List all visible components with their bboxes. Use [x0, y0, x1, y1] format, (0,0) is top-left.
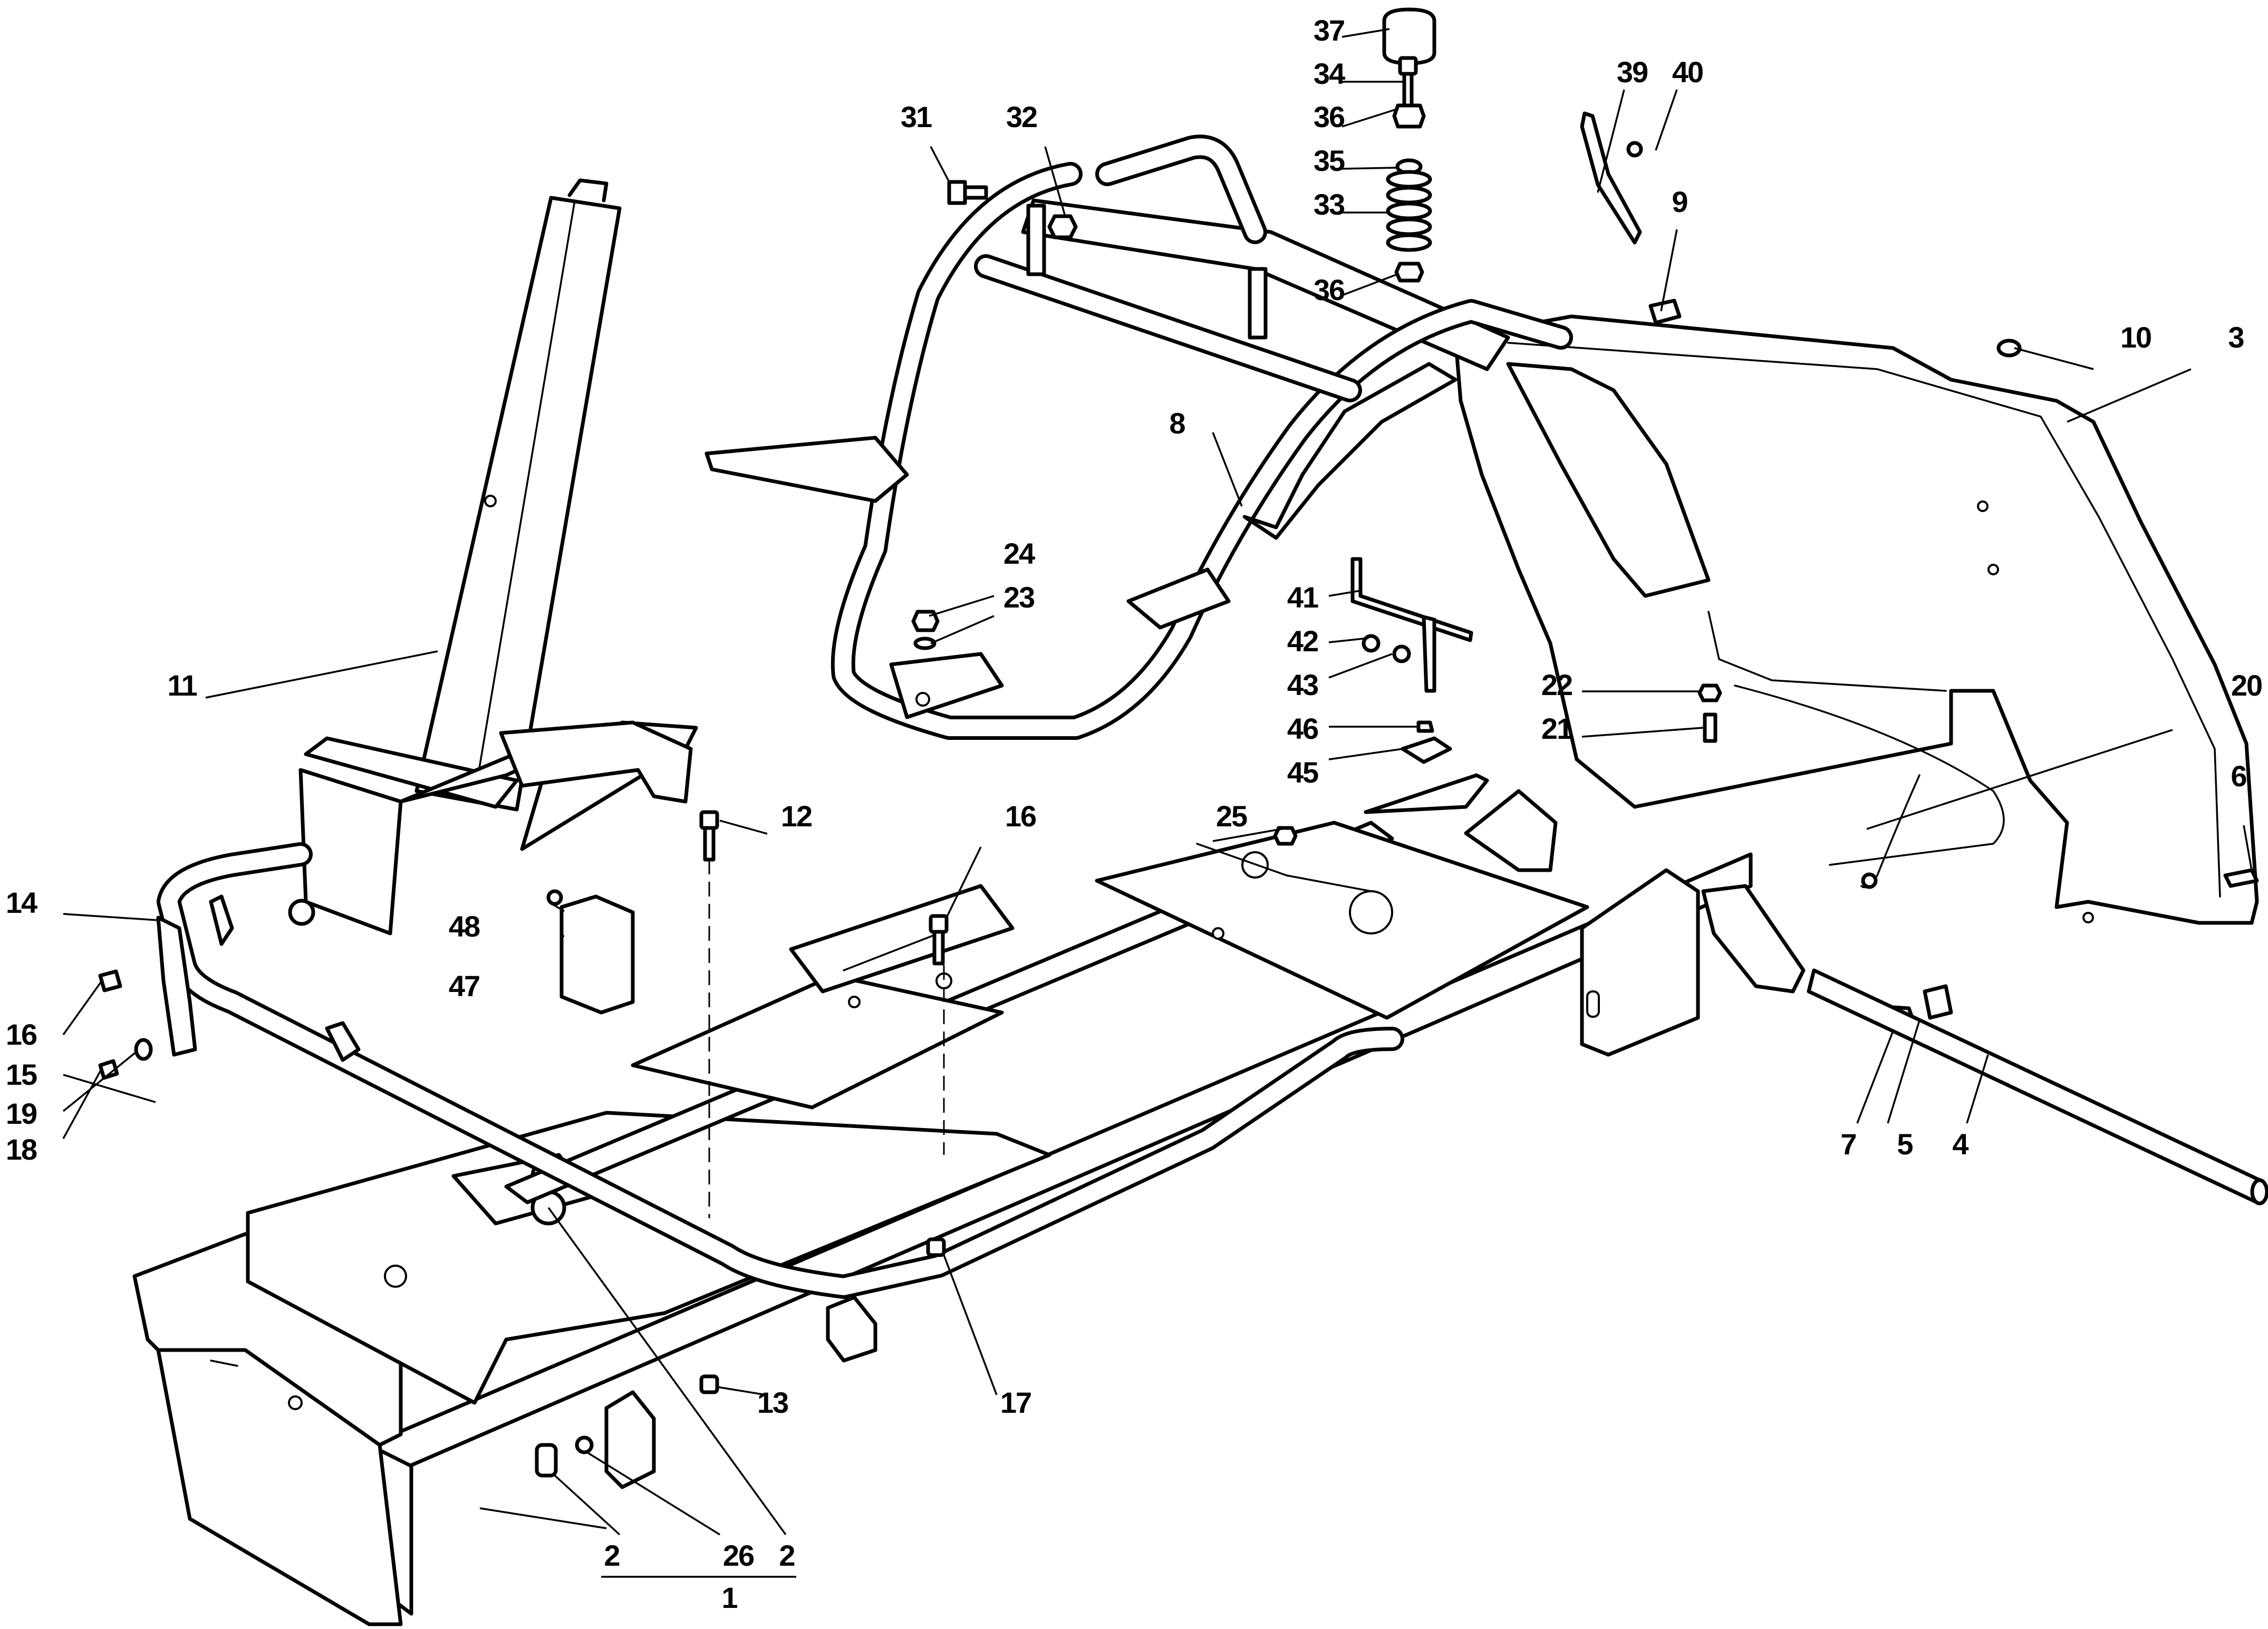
callout-6: 6: [2231, 759, 2247, 793]
callout-45: 45: [1287, 756, 1319, 789]
callout-9: 9: [1672, 185, 1688, 218]
callout-4: 4: [1952, 1127, 1968, 1161]
callout-36: 36: [1313, 100, 1345, 133]
callout-41: 41: [1287, 581, 1319, 614]
callout-42: 42: [1287, 624, 1319, 658]
seat-frame-part-8: [704, 134, 1573, 740]
callout-3: 3: [2228, 321, 2244, 354]
callout-32: 32: [1006, 100, 1038, 133]
callout-31: 31: [900, 100, 932, 133]
callout-40: 40: [1672, 55, 1704, 89]
callout-5: 5: [1897, 1127, 1913, 1161]
callout-26: 26: [722, 1539, 755, 1572]
callout-39: 39: [1616, 55, 1648, 89]
callout-36: 36: [1313, 273, 1345, 306]
callout-14: 14: [5, 886, 37, 919]
callout-21: 21: [1541, 712, 1573, 745]
callout-33: 33: [1313, 188, 1345, 221]
callout-25: 25: [1215, 799, 1248, 833]
callout-2: 2: [779, 1539, 795, 1572]
steering-column-support-part-11: [298, 178, 698, 936]
callout-18: 18: [5, 1133, 37, 1166]
callout-43: 43: [1287, 668, 1319, 701]
main-frame-part-1: [132, 773, 1806, 1626]
rear-panel-part-3: [1453, 314, 2259, 925]
callout-11: 11: [167, 669, 197, 702]
small-hardware: [98, 7, 2268, 1478]
callout-2: 2: [604, 1539, 620, 1572]
callout-17: 17: [1000, 1386, 1032, 1419]
leader-lines: [62, 28, 2253, 1578]
callout-10: 10: [2120, 321, 2152, 354]
callout-22: 22: [1541, 668, 1573, 701]
callout-19: 19: [5, 1097, 37, 1130]
front-bumper-tube-part-14: [157, 842, 1404, 1299]
callout-34: 34: [1313, 57, 1345, 90]
callout-37: 37: [1313, 14, 1345, 47]
callout-46: 46: [1287, 712, 1319, 745]
callout-35: 35: [1313, 144, 1345, 177]
callout-15: 15: [5, 1058, 37, 1091]
callout-12: 12: [780, 799, 813, 833]
callout-13: 13: [757, 1386, 789, 1419]
callout-23: 23: [1003, 581, 1035, 614]
callout-16: 16: [5, 1018, 37, 1051]
callout-8: 8: [1169, 407, 1185, 440]
callout-47: 47: [448, 969, 480, 1003]
callout-7: 7: [1840, 1127, 1857, 1161]
callout-1: 1: [721, 1581, 738, 1614]
callout-48: 48: [448, 910, 480, 943]
callout-24: 24: [1003, 537, 1035, 570]
callout-16: 16: [1005, 799, 1037, 833]
callout-20: 20: [2231, 669, 2263, 702]
